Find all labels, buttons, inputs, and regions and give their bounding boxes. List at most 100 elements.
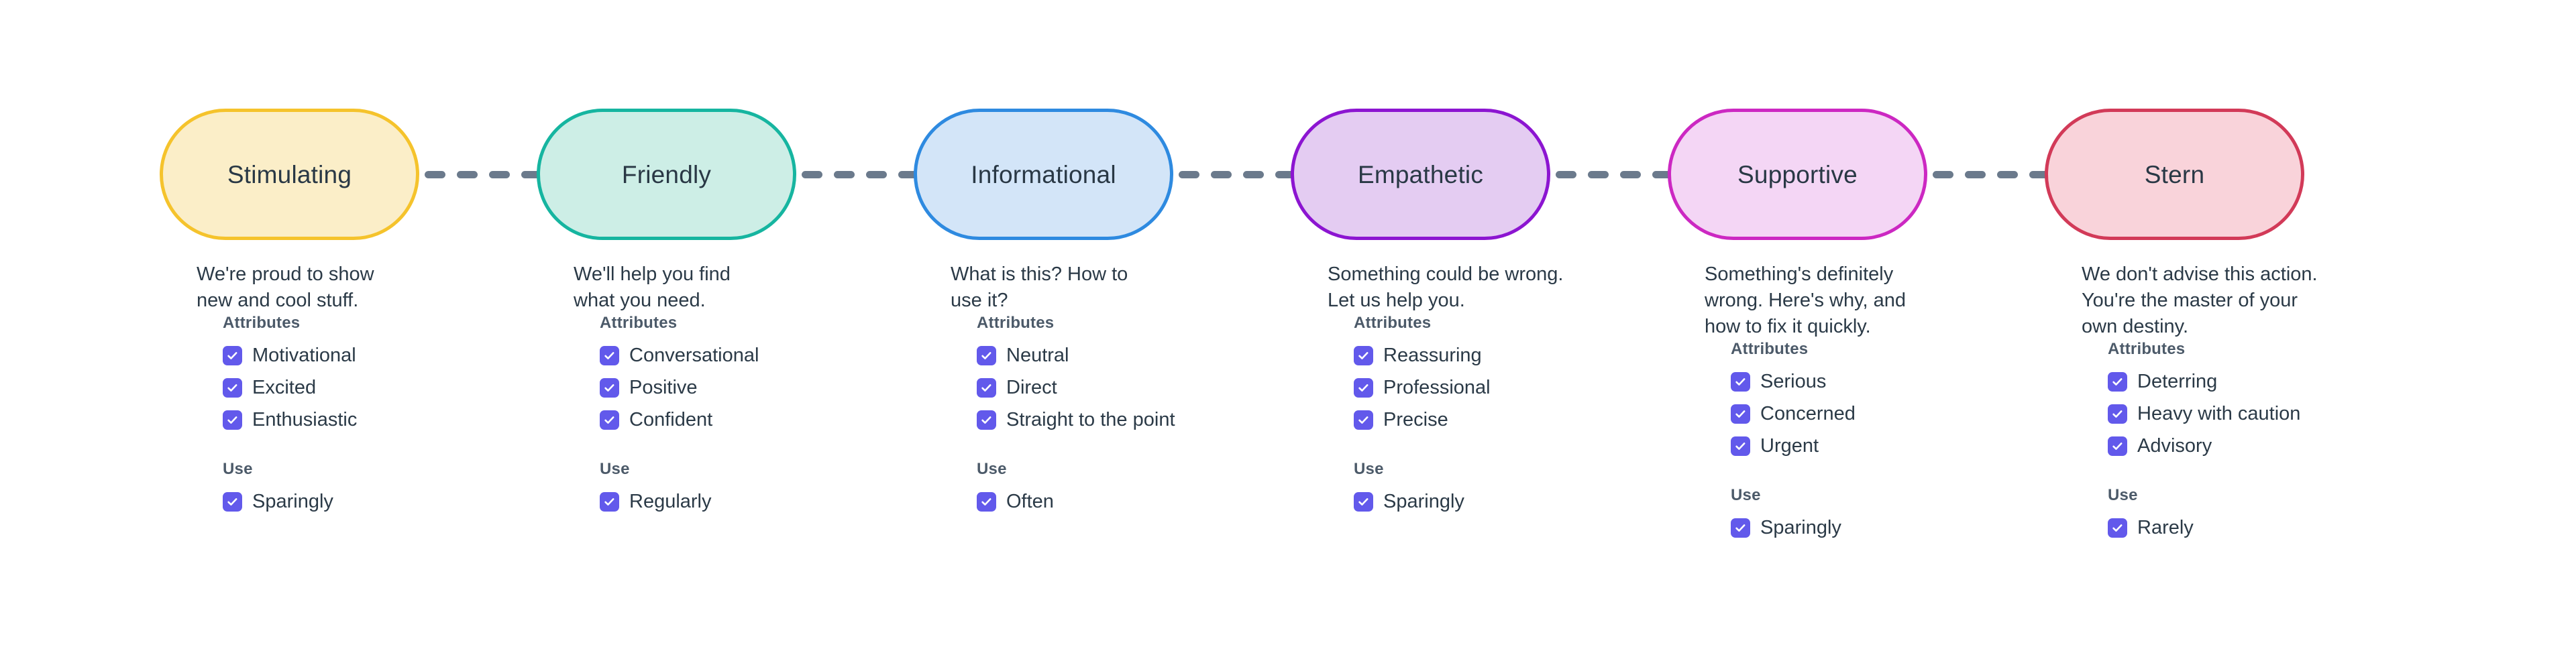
attribute-checkbox-item[interactable]: Reassuring <box>1354 339 1669 371</box>
use-checkbox-item[interactable]: Sparingly <box>223 485 538 518</box>
dashed-connector <box>1933 170 2050 178</box>
check-mark-icon <box>2108 404 2127 424</box>
check-mark-icon <box>1731 518 1750 538</box>
tone-pill[interactable]: Stern <box>2045 109 2304 240</box>
attribute-checkbox-item[interactable]: Straight to the point <box>977 404 1292 436</box>
tone-pill[interactable]: Supportive <box>1668 109 1927 240</box>
check-mark-icon <box>600 491 619 512</box>
attribute-checkbox-item[interactable]: Positive <box>600 371 915 404</box>
attribute-checkbox-item[interactable]: Direct <box>977 371 1292 404</box>
attributes-heading: Attributes <box>600 314 678 332</box>
use-heading: Use <box>2108 486 2138 504</box>
attribute-checkbox-item[interactable]: Neutral <box>977 339 1292 371</box>
tone-pill[interactable]: Stimulating <box>160 109 419 240</box>
attribute-checkbox-item[interactable]: Conversational <box>600 339 915 371</box>
dashed-connector <box>1179 170 1296 178</box>
tone-pill-label: Supportive <box>1737 160 1858 188</box>
connector-dash <box>1588 170 1609 178</box>
check-mark-icon <box>600 410 619 430</box>
tone-pill[interactable]: Friendly <box>537 109 796 240</box>
attribute-checkbox-item[interactable]: Heavy with caution <box>2108 398 2423 430</box>
attribute-checkbox-item[interactable]: Professional <box>1354 371 1669 404</box>
check-mark-icon <box>2108 436 2127 456</box>
connector-dash <box>898 170 919 178</box>
connector-dash <box>2029 170 2050 178</box>
connector-dash <box>1179 170 1199 178</box>
tone-description: We'll help you find what you need. <box>574 263 731 311</box>
tone-pill-row: Stern <box>2045 107 2422 241</box>
attribute-checkbox-item[interactable]: Precise <box>1354 404 1669 436</box>
tone-pill-label: Empathetic <box>1357 160 1484 188</box>
check-mark-icon <box>2108 371 2127 392</box>
attributes-heading: Attributes <box>1354 314 1432 332</box>
use-checkbox-item[interactable]: Sparingly <box>1731 512 2046 544</box>
use-label: Rarely <box>2137 516 2194 538</box>
attributes-heading: Attributes <box>977 314 1055 332</box>
attribute-label: Reassuring <box>1383 344 1482 366</box>
check-mark-icon <box>977 345 996 365</box>
use-checkbox-item[interactable]: Regularly <box>600 485 915 518</box>
tone-pill-row: Empathetic <box>1291 107 1673 241</box>
check-mark-icon <box>1731 436 1750 456</box>
check-mark-icon <box>223 491 242 512</box>
use-checkbox-item[interactable]: Sparingly <box>1354 485 1669 518</box>
check-mark-icon <box>600 345 619 365</box>
attribute-label: Neutral <box>1006 344 1069 366</box>
use-heading: Use <box>223 460 253 478</box>
attribute-label: Positive <box>629 376 698 398</box>
check-mark-icon <box>1354 377 1373 398</box>
dashed-connector <box>802 170 919 178</box>
attribute-label: Serious <box>1760 370 1827 392</box>
connector-dash <box>1965 170 1986 178</box>
use-heading: Use <box>1354 460 1384 478</box>
check-mark-icon <box>2108 518 2127 538</box>
attribute-label: Direct <box>1006 376 1057 398</box>
attribute-label: Professional <box>1383 376 1491 398</box>
attribute-checkbox-item[interactable]: Deterring <box>2108 365 2423 398</box>
attribute-checkbox-item[interactable]: Confident <box>600 404 915 436</box>
attribute-checkbox-item[interactable]: Motivational <box>223 339 538 371</box>
tone-pill[interactable]: Empathetic <box>1291 109 1550 240</box>
attribute-checkbox-item[interactable]: Enthusiastic <box>223 404 538 436</box>
tone-pill[interactable]: Informational <box>914 109 1173 240</box>
tone-pill-label: Stern <box>2144 160 2205 188</box>
tone-pill-label: Informational <box>971 160 1116 188</box>
check-mark-icon <box>1354 345 1373 365</box>
use-checkbox-item[interactable]: Rarely <box>2108 512 2423 544</box>
check-mark-icon <box>977 377 996 398</box>
attribute-checkbox-item[interactable]: Urgent <box>1731 430 2046 462</box>
attributes-heading: Attributes <box>1731 340 1809 358</box>
use-label: Sparingly <box>252 490 333 512</box>
connector-dash <box>457 170 478 178</box>
check-mark-icon <box>977 491 996 512</box>
connector-dash <box>489 170 510 178</box>
use-checkbox-item[interactable]: Often <box>977 485 1292 518</box>
connector-dash <box>834 170 855 178</box>
connector-dash <box>1933 170 1953 178</box>
attribute-checkbox-item[interactable]: Concerned <box>1731 398 2046 430</box>
attribute-checkbox-item[interactable]: Advisory <box>2108 430 2423 462</box>
attribute-label: Concerned <box>1760 402 1856 424</box>
attribute-label: Advisory <box>2137 434 2212 457</box>
attribute-label: Straight to the point <box>1006 408 1175 430</box>
attribute-checkbox-item[interactable]: Excited <box>223 371 538 404</box>
use-heading: Use <box>600 460 630 478</box>
use-label: Regularly <box>629 490 712 512</box>
attribute-checkbox-item[interactable]: Serious <box>1731 365 2046 398</box>
tone-pill-label: Stimulating <box>227 160 352 188</box>
tone-pill-row: Stimulating <box>160 107 542 241</box>
